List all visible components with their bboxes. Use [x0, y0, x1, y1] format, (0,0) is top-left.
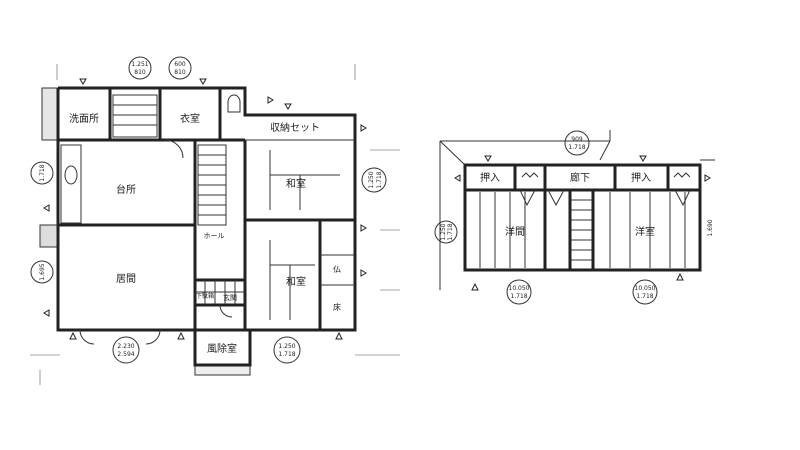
window-markers [454, 155, 711, 291]
room-kitchen: 台所 [116, 183, 136, 196]
dimension-bubble: 1.250 1.718 [273, 336, 301, 364]
dimension-bubble: 1.718 [30, 161, 54, 185]
svg-text:810: 810 [134, 69, 146, 76]
svg-text:1.718: 1.718 [447, 223, 454, 240]
room-butsudan: 仏 [333, 265, 341, 274]
svg-text:1.250: 1.250 [278, 343, 295, 350]
floor2-plan: 押入 廊下 押入 洋間 洋室 909 1.718 1.250 1.718 10.… [434, 130, 715, 305]
room-western-left: 洋間 [505, 225, 525, 238]
dimension-bubble: 909 1.718 [564, 130, 590, 156]
svg-text:1.250: 1.250 [440, 223, 447, 240]
svg-text:1.718: 1.718 [278, 351, 295, 358]
guide-lines [30, 64, 400, 385]
room-storage-set: 収納セット [270, 121, 320, 134]
dimension-bubble: 10.050 1.718 [506, 279, 532, 305]
window-markers [43, 78, 367, 340]
svg-text:1.718: 1.718 [510, 293, 527, 300]
dimension-bubble: 1.250 1.718 [361, 167, 387, 193]
floor1-plan: 洗面所 衣室 収納セット 台所 居間 和室 和室 ホール 玄関 下駄箱 風除室 … [30, 56, 400, 385]
svg-text:1.695: 1.695 [39, 263, 46, 280]
room-oshiire-left: 押入 [480, 171, 500, 184]
svg-text:2.594: 2.594 [117, 351, 134, 358]
dimension-bubble: 1.251 810 [128, 56, 152, 80]
exterior-pad [41, 87, 59, 141]
dimension-label: 1.690 [707, 219, 714, 236]
room-genkan: 玄関 [223, 293, 237, 302]
dimension-bubble: 1.250 1.718 [434, 220, 458, 244]
svg-text:1.250: 1.250 [368, 171, 375, 188]
dimension-bubble: 1.695 [30, 260, 54, 284]
exterior-unit [39, 224, 59, 248]
room-shoe-box: 下駄箱 [196, 292, 214, 300]
dimension-bubble: 2.230 2.594 [112, 336, 140, 364]
svg-text:2.230: 2.230 [117, 343, 134, 350]
svg-text:1.718: 1.718 [636, 293, 653, 300]
room-living: 居間 [116, 273, 136, 285]
svg-text:600: 600 [174, 61, 186, 68]
room-hall: ホール [204, 232, 225, 240]
svg-text:1.718: 1.718 [568, 144, 585, 151]
room-windbreak: 風除室 [207, 342, 237, 355]
room-corridor: 廊下 [570, 171, 590, 184]
room-tokonoma: 床 [333, 302, 341, 312]
room-oshiire-right: 押入 [631, 171, 651, 184]
svg-text:1.718: 1.718 [376, 171, 383, 188]
floor2-details [479, 172, 691, 268]
svg-text:909: 909 [571, 136, 583, 143]
floor1-details [60, 94, 355, 345]
room-washitsu-lower: 和室 [286, 275, 306, 288]
dimension-bubble: 10.050 1.718 [632, 279, 658, 305]
room-closet: 衣室 [180, 112, 200, 125]
svg-text:10.050: 10.050 [509, 285, 530, 292]
room-western-right: 洋室 [635, 225, 655, 238]
room-washroom: 洗面所 [69, 113, 99, 125]
floor1-walls [56, 86, 357, 367]
svg-text:1.251: 1.251 [131, 61, 148, 68]
room-washitsu-upper: 和室 [286, 177, 306, 190]
svg-text:1.718: 1.718 [39, 164, 46, 181]
floor2-walls [463, 163, 702, 272]
svg-text:1.690: 1.690 [707, 219, 714, 236]
roof-lines [439, 130, 715, 290]
dimension-bubble: 600 810 [168, 56, 192, 80]
svg-text:810: 810 [174, 69, 186, 76]
svg-text:10.050: 10.050 [635, 285, 656, 292]
